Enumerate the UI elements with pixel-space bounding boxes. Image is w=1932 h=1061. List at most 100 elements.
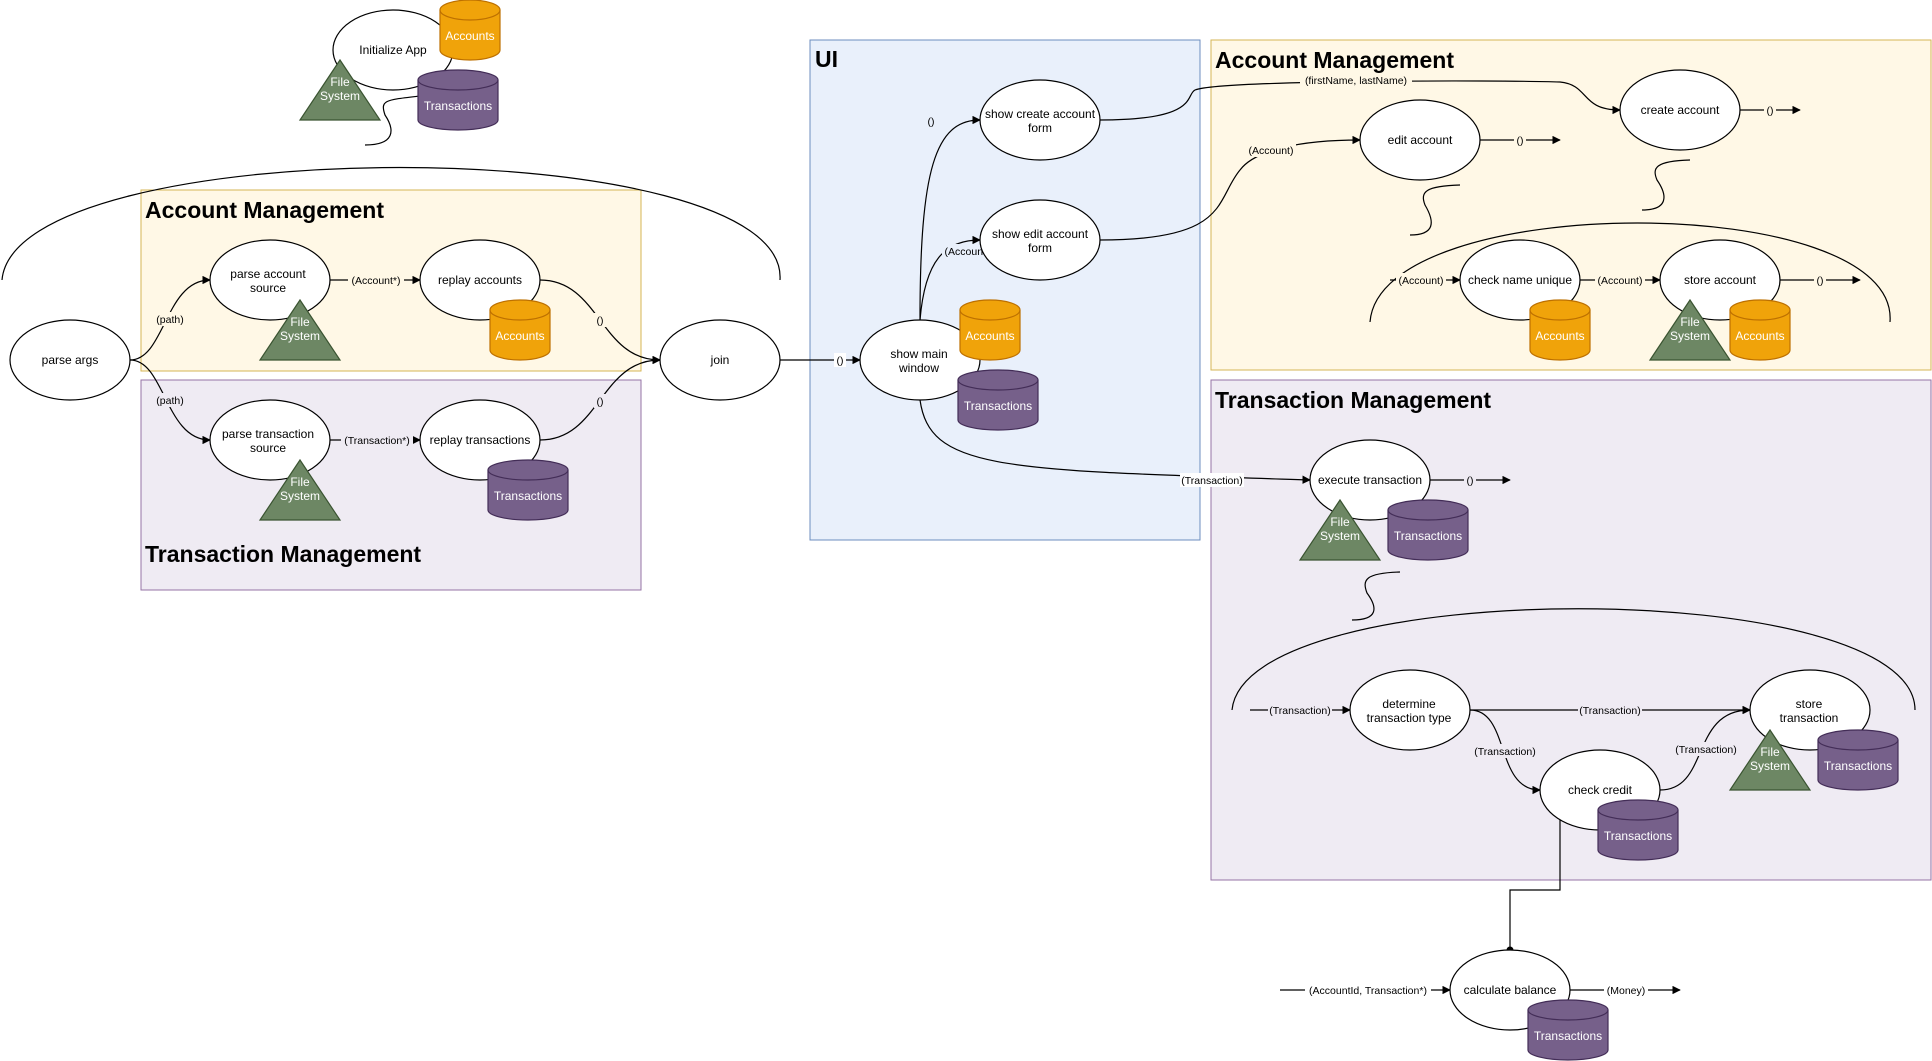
transactions-database-icon: Transactions bbox=[1817, 729, 1899, 791]
svg-text:System: System bbox=[320, 89, 360, 103]
connector-execute-transaction bbox=[1351, 571, 1401, 621]
svg-text:(Transaction): (Transaction) bbox=[1579, 705, 1640, 717]
svg-text:(): () bbox=[928, 116, 935, 128]
region-title-account-management-right: Account Management bbox=[1215, 47, 1454, 73]
node-parse-args[interactable]: parse args bbox=[9, 319, 131, 401]
connector-initialize-app bbox=[364, 95, 421, 146]
edge-label-unit-3: () bbox=[834, 353, 846, 367]
svg-text:show create account: show create account bbox=[985, 107, 1096, 121]
accounts-database-icon: Accounts bbox=[489, 299, 551, 361]
svg-text:check name unique: check name unique bbox=[1468, 273, 1572, 287]
svg-text:source: source bbox=[250, 281, 286, 295]
svg-text:transaction type: transaction type bbox=[1367, 711, 1452, 725]
node-determine-transaction-type[interactable]: determine transaction type bbox=[1349, 669, 1471, 751]
edge-label-unit-7: () bbox=[1814, 273, 1826, 287]
svg-text:(Transaction): (Transaction) bbox=[1269, 705, 1330, 717]
node-join[interactable]: join bbox=[659, 319, 781, 401]
edge-label-account-2: (Account) bbox=[1246, 143, 1296, 157]
svg-text:Transactions: Transactions bbox=[424, 99, 492, 113]
svg-text:source: source bbox=[250, 441, 286, 455]
node-show-edit-account-form[interactable]: show edit account form bbox=[979, 199, 1101, 281]
svg-text:System: System bbox=[1750, 759, 1790, 773]
svg-text:System: System bbox=[280, 489, 320, 503]
edge-label-first-last-name: (firstName, lastName) bbox=[1300, 73, 1412, 87]
svg-text:replay accounts: replay accounts bbox=[438, 273, 522, 287]
svg-text:File: File bbox=[330, 75, 350, 89]
svg-text:join: join bbox=[710, 353, 730, 367]
svg-text:(Transaction*): (Transaction*) bbox=[344, 435, 410, 447]
accounts-database-icon: Accounts bbox=[1529, 299, 1591, 361]
svg-text:Transactions: Transactions bbox=[494, 489, 562, 503]
svg-text:File: File bbox=[1680, 315, 1700, 329]
edge-label-account-4: (Account) bbox=[1595, 273, 1645, 287]
svg-text:(Account): (Account) bbox=[1249, 145, 1294, 157]
connector-edit-account bbox=[1409, 184, 1461, 236]
node-replay-transactions[interactable]: replay transactions bbox=[419, 399, 541, 481]
edge-label-money: (Money) bbox=[1604, 983, 1648, 997]
edge-label-unit-2: () bbox=[594, 394, 606, 408]
svg-text:(AccountId, Transaction*): (AccountId, Transaction*) bbox=[1309, 985, 1427, 997]
svg-text:create account: create account bbox=[1641, 103, 1720, 117]
svg-text:(Account): (Account) bbox=[1399, 275, 1444, 287]
svg-text:check credit: check credit bbox=[1568, 783, 1633, 797]
svg-text:(Transaction): (Transaction) bbox=[1675, 744, 1736, 756]
svg-text:(): () bbox=[837, 355, 844, 367]
svg-text:(): () bbox=[1817, 275, 1824, 287]
node-store-transaction[interactable]: store transaction bbox=[1749, 669, 1871, 751]
svg-text:(Account): (Account) bbox=[1598, 275, 1643, 287]
svg-text:(): () bbox=[597, 315, 604, 327]
svg-text:System: System bbox=[280, 329, 320, 343]
edge-main-to-create-form bbox=[919, 115, 981, 321]
svg-text:(): () bbox=[1467, 475, 1474, 487]
edge-label-transaction-3: (Transaction) bbox=[1578, 703, 1642, 717]
svg-text:(Account*): (Account*) bbox=[351, 275, 400, 287]
svg-text:parse transaction: parse transaction bbox=[222, 427, 314, 441]
edge-label-transaction-2: (Transaction) bbox=[1268, 703, 1332, 717]
edge-label-account-3: (Account) bbox=[1396, 273, 1446, 287]
svg-text:(firstName, lastName): (firstName, lastName) bbox=[1305, 75, 1407, 87]
svg-text:(Money): (Money) bbox=[1607, 985, 1646, 997]
edge-label-unit-1: () bbox=[594, 313, 606, 327]
svg-text:(Transaction): (Transaction) bbox=[1181, 475, 1242, 487]
region-title-account-management-left: Account Management bbox=[145, 197, 384, 223]
svg-text:(path): (path) bbox=[156, 314, 183, 326]
transactions-database-icon: Transactions bbox=[487, 459, 569, 521]
svg-text:store account: store account bbox=[1684, 273, 1757, 287]
brace-startup bbox=[1, 167, 781, 281]
edge-label-unit-6: () bbox=[1764, 103, 1776, 117]
svg-text:File: File bbox=[1760, 745, 1780, 759]
node-show-create-account-form[interactable]: show create account form bbox=[979, 79, 1101, 161]
edge-label-unit-5: () bbox=[1514, 133, 1526, 147]
svg-text:edit account: edit account bbox=[1388, 133, 1453, 147]
node-parse-account-source[interactable]: parse account source bbox=[209, 239, 331, 321]
svg-text:store: store bbox=[1796, 697, 1823, 711]
svg-text:(Transaction): (Transaction) bbox=[1474, 746, 1535, 758]
svg-text:window: window bbox=[898, 361, 939, 375]
svg-text:form: form bbox=[1028, 121, 1052, 135]
svg-text:Accounts: Accounts bbox=[495, 329, 544, 343]
node-initialize-app[interactable]: Initialize App bbox=[332, 9, 454, 91]
accounts-database-icon: Accounts bbox=[1729, 299, 1791, 361]
svg-text:Accounts: Accounts bbox=[1535, 329, 1584, 343]
svg-text:(path): (path) bbox=[156, 395, 183, 407]
region-title-transaction-management-right: Transaction Management bbox=[1215, 387, 1491, 413]
edge-label-transaction-1: (Transaction) bbox=[1180, 473, 1244, 487]
svg-text:Transactions: Transactions bbox=[1534, 1029, 1602, 1043]
transactions-database-icon: Transactions bbox=[1387, 499, 1469, 561]
node-edit-account[interactable]: edit account bbox=[1359, 99, 1481, 181]
svg-text:replay transactions: replay transactions bbox=[430, 433, 531, 447]
node-create-account[interactable]: create account bbox=[1619, 69, 1741, 151]
node-parse-transaction-source[interactable]: parse transaction source bbox=[209, 399, 331, 481]
svg-text:Accounts: Accounts bbox=[1735, 329, 1784, 343]
svg-text:Accounts: Accounts bbox=[445, 29, 494, 43]
edge-label-transaction-list: (Transaction*) bbox=[341, 433, 413, 447]
transactions-database-icon: Transactions bbox=[1597, 799, 1679, 861]
node-show-main-window[interactable]: show main window bbox=[859, 319, 981, 401]
transactions-database-icon: Transactions bbox=[417, 69, 499, 131]
edge-label-unit-4: () bbox=[925, 114, 937, 128]
svg-text:Initialize App: Initialize App bbox=[359, 43, 427, 57]
brace-store-transaction bbox=[1231, 608, 1916, 711]
